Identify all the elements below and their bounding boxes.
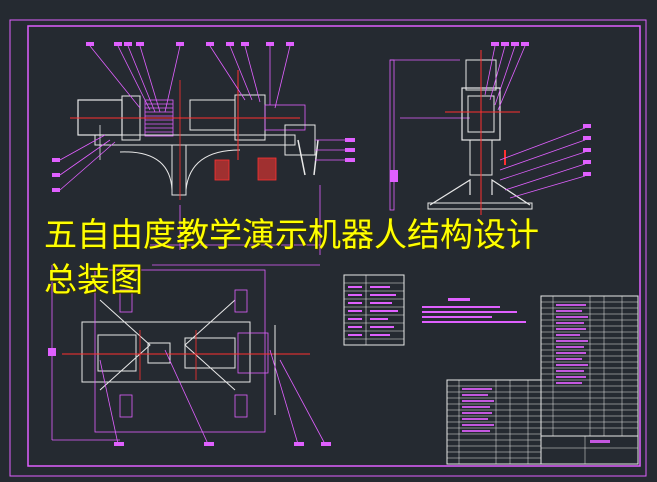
parts-list [446, 295, 639, 465]
top-view [48, 264, 331, 446]
side-view [389, 42, 591, 215]
front-view [52, 42, 355, 255]
drawing-title-line-1: 五自由度教学演示机器人结构设计 [44, 215, 539, 254]
sheet-border [9, 19, 647, 477]
drawing-title-line-2: 总装图 [44, 260, 143, 299]
tech-table [343, 274, 405, 346]
tech-notes [422, 298, 526, 323]
